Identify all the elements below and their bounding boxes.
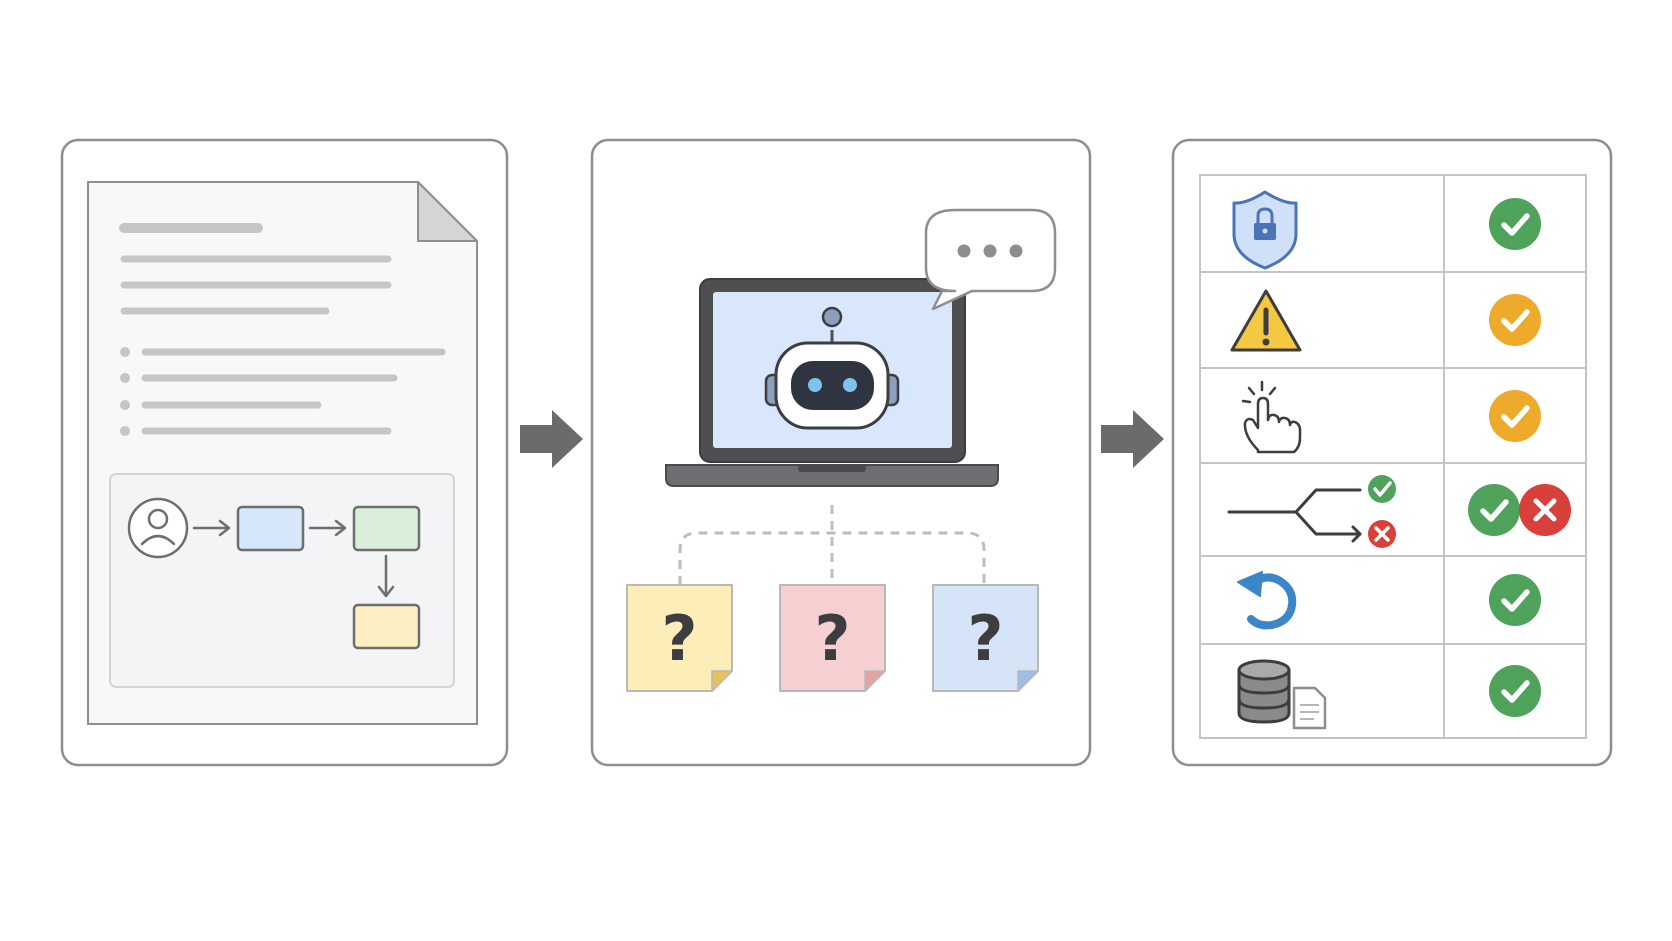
question-notes: ??? — [626, 584, 1039, 692]
panel-assistant: ??? — [590, 138, 1092, 767]
database-document-icon — [1237, 659, 1327, 730]
bullet-dot — [120, 373, 130, 383]
robot-antenna — [821, 306, 843, 328]
question-note: ? — [932, 584, 1039, 692]
fail-icon — [1519, 484, 1571, 536]
question-note: ? — [779, 584, 886, 692]
document-small-icon — [1292, 686, 1327, 730]
bullet-dot — [120, 347, 130, 357]
bullet-dot — [120, 400, 130, 410]
robot-eye-right — [843, 378, 857, 392]
branch-pass-icon — [1368, 475, 1396, 503]
row-dividers — [1200, 271, 1586, 645]
document-folded-corner — [417, 181, 478, 242]
sticky-note-fold — [1017, 670, 1039, 692]
branch-icon — [1227, 488, 1362, 543]
user-avatar-icon — [127, 497, 189, 559]
sticky-note-fold — [711, 670, 733, 692]
speech-bubble-icon — [924, 208, 1057, 311]
status-column — [1468, 198, 1571, 717]
warning-icon — [1230, 289, 1302, 352]
laptop-base — [665, 464, 999, 487]
question-mark: ? — [662, 602, 698, 675]
check-icon — [1489, 198, 1541, 250]
sticky-note-fold — [864, 670, 886, 692]
arrow-right-icon — [1101, 410, 1164, 468]
flow-step-green — [352, 505, 421, 552]
check-icon — [1468, 484, 1520, 536]
undo-icon — [1237, 571, 1297, 630]
partial-check-icon — [1489, 390, 1541, 442]
panel-document — [60, 138, 509, 767]
check-icon — [1489, 665, 1541, 717]
dashed-connectors — [678, 505, 986, 585]
arrow-right-icon — [520, 410, 583, 468]
flow-step-blue — [236, 505, 305, 552]
document-bullet-list — [120, 347, 446, 436]
flow-step-yellow — [352, 603, 421, 650]
question-mark: ? — [815, 602, 851, 675]
flow-arrow — [308, 519, 347, 537]
question-note: ? — [626, 584, 733, 692]
question-mark: ? — [968, 602, 1004, 675]
shield-lock-icon — [1232, 190, 1298, 270]
laptop-trackpad-notch — [798, 465, 866, 472]
flow-arrow — [377, 554, 395, 598]
partial-check-icon — [1489, 294, 1541, 346]
check-icon — [1489, 574, 1541, 626]
typing-dot — [957, 244, 971, 258]
branch-fail-icon — [1368, 520, 1396, 548]
flow-arrow — [192, 519, 231, 537]
robot-icon — [764, 306, 900, 430]
typing-dot — [983, 244, 997, 258]
robot-eye-left — [808, 378, 822, 392]
panel-checklist — [1171, 138, 1613, 767]
typing-dot — [1009, 244, 1023, 258]
flow-diagram — [109, 473, 455, 688]
robot-face — [791, 361, 874, 410]
bullet-dot — [120, 426, 130, 436]
document-text-lines — [119, 223, 392, 315]
click-hand-icon — [1241, 380, 1302, 454]
